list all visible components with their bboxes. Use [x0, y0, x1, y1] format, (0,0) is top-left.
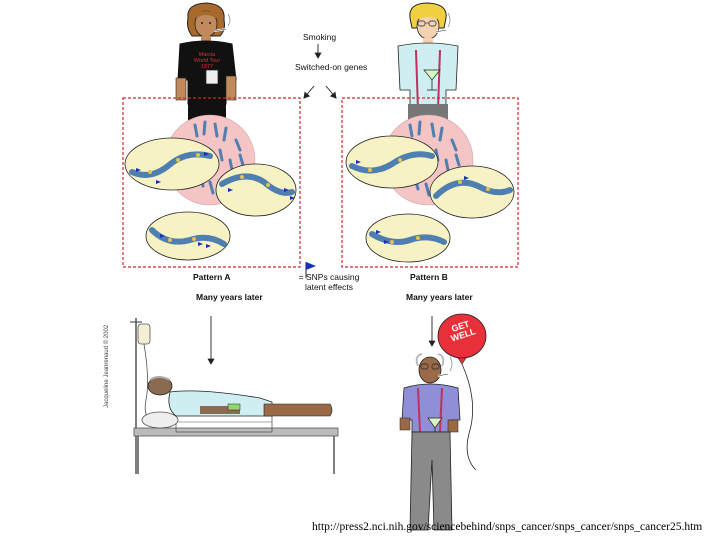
pattern-a-box: [122, 97, 301, 268]
snps-legend-label: = SNPs causing latent effects: [298, 272, 360, 292]
snp-flag-legend-icon: [305, 262, 316, 278]
many-years-later-label-b: Many years later: [406, 292, 473, 302]
pattern-a-snp-flags: [136, 152, 295, 248]
pattern-b-cell: [345, 114, 515, 263]
pattern-b-label: Pattern B: [410, 272, 448, 282]
smoking-label: Smoking: [303, 32, 336, 42]
arrow-to-pattern-a: [303, 85, 315, 99]
pattern-a-label: Pattern A: [193, 272, 230, 282]
many-years-later-label-a: Many years later: [196, 292, 263, 302]
young-person-a: [175, 2, 237, 122]
old-person: [399, 353, 461, 531]
young-person-b: [397, 2, 459, 122]
get-well-balloon: [437, 313, 487, 471]
arrow-to-pattern-b: [325, 85, 337, 99]
pattern-b-snp-flags: [356, 160, 469, 244]
pattern-a-cell: [124, 114, 297, 261]
source-url: http://press2.nci.nih.gov/sciencebehind/…: [312, 521, 703, 533]
switched-on-genes-label: Switched-on genes: [295, 62, 367, 72]
hospital-bed-scene: [130, 318, 339, 474]
pattern-b-box: [341, 97, 519, 268]
copyright-text: Jacqueline Jeanrenaud © 2002: [104, 324, 110, 408]
shirt-text: Marcia World Tour 1977: [193, 52, 221, 70]
